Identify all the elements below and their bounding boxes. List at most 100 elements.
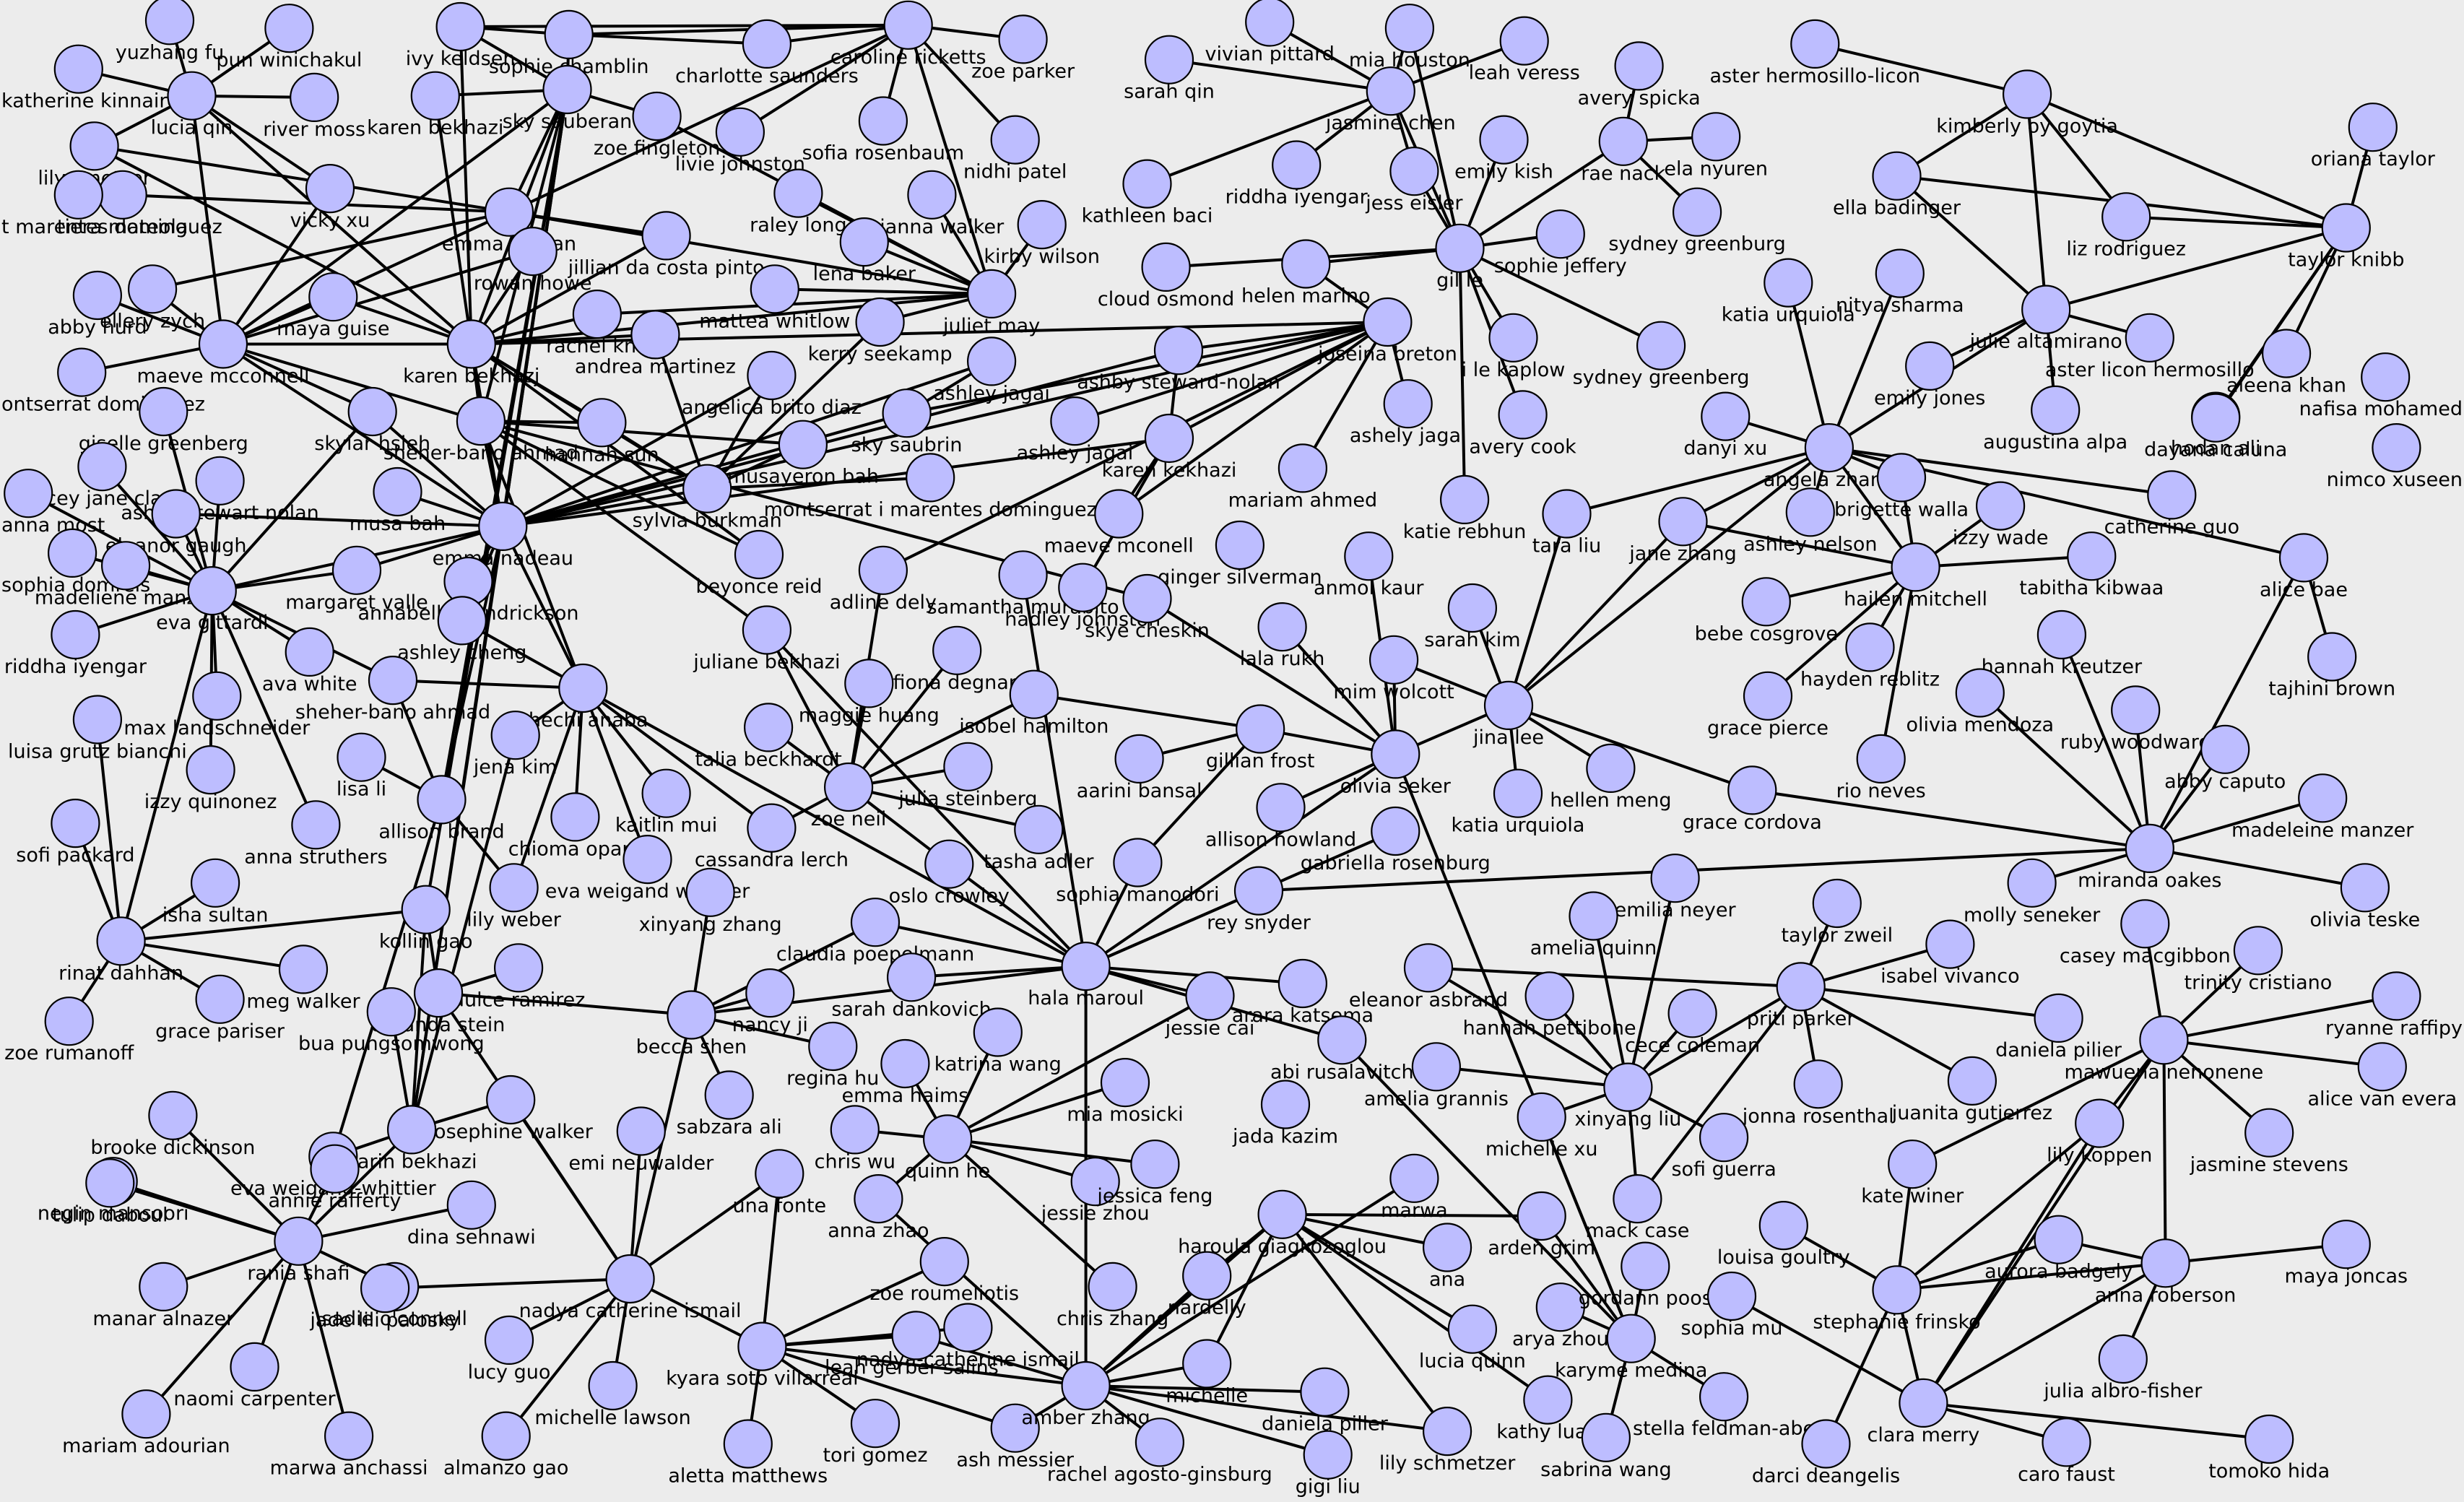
graph-node[interactable]: marwa anchassi [270,1411,428,1480]
graph-node[interactable]: julie altamirano [1969,285,2122,353]
graph-node[interactable]: ava white [262,627,357,695]
graph-node[interactable]: gigi liu [1296,1430,1361,1498]
graph-node[interactable]: karen kekhazi [1102,413,1237,482]
graph-node[interactable]: karen bekhazi [367,71,503,139]
node-circle[interactable] [1215,520,1265,570]
node-circle[interactable] [1650,854,1700,903]
node-circle[interactable] [855,297,905,347]
graph-node[interactable]: fiona degnan [893,625,1021,694]
node-circle[interactable] [1058,563,1108,612]
node-circle[interactable] [1488,313,1538,363]
node-circle[interactable] [1888,1139,1938,1189]
node-circle[interactable] [998,550,1048,600]
node-circle[interactable] [1122,573,1172,624]
node-circle[interactable] [1517,1092,1566,1142]
node-circle[interactable] [704,1070,754,1120]
node-circle[interactable] [72,270,122,321]
node-circle[interactable] [85,1158,135,1208]
node-circle[interactable] [2139,1015,2189,1065]
graph-node[interactable]: tajhini brown [2268,632,2395,700]
node-circle[interactable] [1317,1015,1367,1065]
node-circle[interactable] [2125,823,2174,874]
graph-node[interactable]: nardelly [1168,1251,1246,1319]
node-circle[interactable] [2348,103,2398,152]
graph-node[interactable]: musa bah [350,466,446,535]
node-circle[interactable] [854,1173,903,1224]
node-circle[interactable] [2111,685,2161,735]
graph-node[interactable]: raley long [750,168,847,237]
node-circle[interactable] [2007,858,2057,908]
graph-node[interactable]: molly seneker [1964,858,2101,926]
graph-node[interactable]: sheher-bano ahmad [383,396,578,464]
node-circle[interactable] [195,974,245,1024]
node-circle[interactable] [1233,866,1284,916]
graph-node[interactable]: oslo crowley [889,839,1010,908]
node-circle[interactable] [632,91,682,142]
graph-node[interactable]: almanzo gao [443,1411,568,1480]
graph-node[interactable]: zoe rumanoff [4,997,135,1064]
node-circle[interactable] [1872,1265,1922,1315]
graph-node[interactable]: mariam ahmed [1228,443,1378,511]
graph-node[interactable]: julia steinberg [898,742,1037,810]
node-circle[interactable] [148,1090,198,1140]
graph-node[interactable]: tasha adler [984,804,1094,873]
graph-node[interactable]: sabrina wang [1540,1412,1672,1481]
graph-node[interactable]: abi rusalavitch [1270,1015,1414,1083]
node-circle[interactable] [737,1321,787,1371]
graph-node[interactable]: jessie cai [1165,971,1255,1039]
node-circle[interactable] [2120,899,2170,949]
node-circle[interactable] [1363,297,1413,347]
node-circle[interactable] [481,1411,531,1461]
node-circle[interactable] [1586,743,1636,794]
node-circle[interactable] [51,609,100,660]
graph-node[interactable]: nafisa mohamed [2299,352,2463,420]
node-circle[interactable] [186,745,235,795]
graph-node[interactable]: arya zhou [1512,1282,1609,1350]
node-circle[interactable] [1542,489,1592,539]
node-circle[interactable] [2075,1098,2125,1148]
node-circle[interactable] [1130,1139,1180,1189]
graph-node[interactable]: eva gittardi [156,565,268,634]
node-circle[interactable] [1891,542,1940,592]
node-circle[interactable] [1009,669,1059,719]
graph-node[interactable]: maya guise [277,272,389,340]
node-circle[interactable] [1699,1113,1749,1163]
node-circle[interactable] [839,217,889,267]
node-circle[interactable] [1114,734,1164,784]
graph-node[interactable]: jina lee [1472,680,1544,749]
node-circle[interactable] [1061,941,1111,991]
graph-node[interactable]: arara katsema [1232,958,1374,1027]
graph-node[interactable]: olivia mendoza [1906,668,2055,737]
node-circle[interactable] [990,115,1040,165]
node-circle[interactable] [685,867,735,917]
graph-node[interactable]: jena kim [473,711,558,778]
graph-node[interactable]: beyonce reid [695,529,823,598]
graph-node[interactable]: chris wu [815,1105,895,1173]
graph-node[interactable]: ginger silverman [1158,520,1322,589]
graph-node[interactable]: sofia rosenbaum [802,96,965,165]
graph-node[interactable]: darci deangelis [1752,1419,1900,1488]
graph-node[interactable]: ashley nelson [1743,487,1877,555]
node-circle[interactable] [990,1403,1040,1453]
node-circle[interactable] [922,1114,973,1164]
node-circle[interactable] [844,659,894,708]
graph-node[interactable]: sydney greenburg [1608,187,1786,256]
node-circle[interactable] [53,44,103,94]
node-circle[interactable] [973,1007,1023,1057]
graph-node[interactable]: rachel kne [546,290,648,357]
node-circle[interactable] [2244,1414,2294,1464]
node-circle[interactable] [69,121,119,171]
graph-node[interactable]: trinity cristiano [2185,926,2333,994]
graph-node[interactable]: cloud osmond [1098,242,1234,311]
graph-node[interactable]: ella badinger [1833,151,1961,220]
graph-node[interactable]: ela nyuren [1664,112,1768,180]
node-circle[interactable] [101,541,151,591]
graph-node[interactable]: izzy quinonez [144,745,277,813]
graph-node[interactable]: rey snyder [1207,866,1311,934]
graph-node[interactable]: angela zhang [1764,422,1895,491]
node-circle[interactable] [413,968,464,1018]
graph-node[interactable]: clara merry [1867,1378,1980,1446]
node-circle[interactable] [1498,390,1548,440]
node-circle[interactable] [139,386,188,437]
node-circle[interactable] [1256,783,1306,833]
